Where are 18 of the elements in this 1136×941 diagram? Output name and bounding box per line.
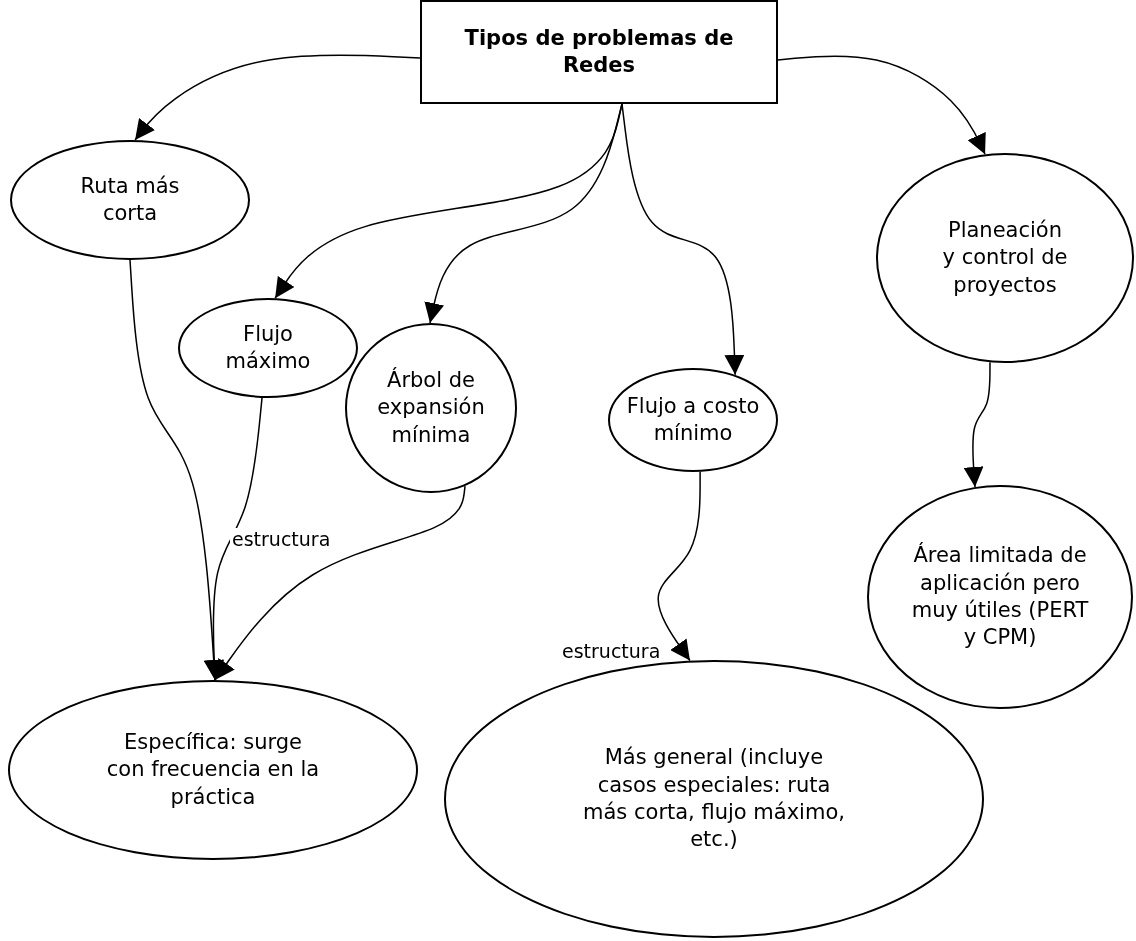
node-text: Específica: surge con frecuencia en la práctica xyxy=(105,729,321,811)
node-text: Más general (incluye casos especiales: ruta más corta, flujo máximo, etc.) xyxy=(582,744,846,854)
node-text: Árbol de expansión mínima xyxy=(376,367,486,449)
arrow xyxy=(424,103,623,324)
title-box xyxy=(420,0,778,104)
arrow xyxy=(134,54,421,141)
node-text: Flujo a costo mínimo xyxy=(625,392,761,447)
node-text: Ruta más corta xyxy=(79,172,181,227)
arrow xyxy=(657,471,701,662)
arrow xyxy=(621,103,745,376)
node-text: Flujo máximo xyxy=(224,320,312,375)
node-text: Planeación y control de proyectos xyxy=(941,217,1069,299)
arrow xyxy=(777,55,986,155)
title-text: Tipos de problemas de Redes xyxy=(463,24,735,79)
arrow xyxy=(204,397,263,681)
arrow xyxy=(214,485,466,681)
arrow xyxy=(963,361,991,488)
node-text: Área limitada de aplicación pero muy útiles (PERT y CPM) xyxy=(910,542,1090,652)
